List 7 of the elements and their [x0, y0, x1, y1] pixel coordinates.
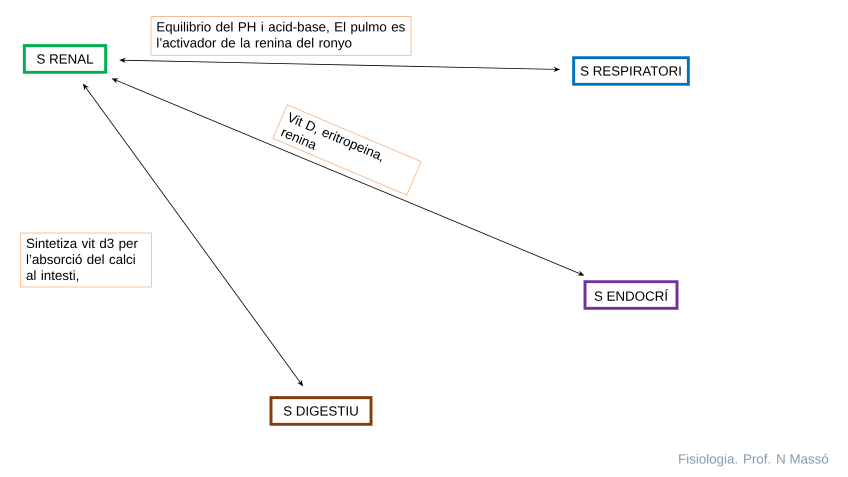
- system-box: S ENDOCRÍ: [584, 280, 678, 310]
- system-box: S RESPIRATORI: [572, 56, 690, 86]
- edge-label: Sintetiza vit d3 per l’absorció del calci al intesti,: [20, 232, 152, 288]
- system-box: S DIGESTIU: [270, 396, 372, 426]
- footer-text: Fisiologia. Prof. N Massó: [679, 454, 828, 466]
- edge-label: Equilibrio del PH i acid-base, El pulmo es l’activador de la renina del ronyo: [150, 16, 412, 56]
- system-box: S RENAL: [22, 44, 108, 74]
